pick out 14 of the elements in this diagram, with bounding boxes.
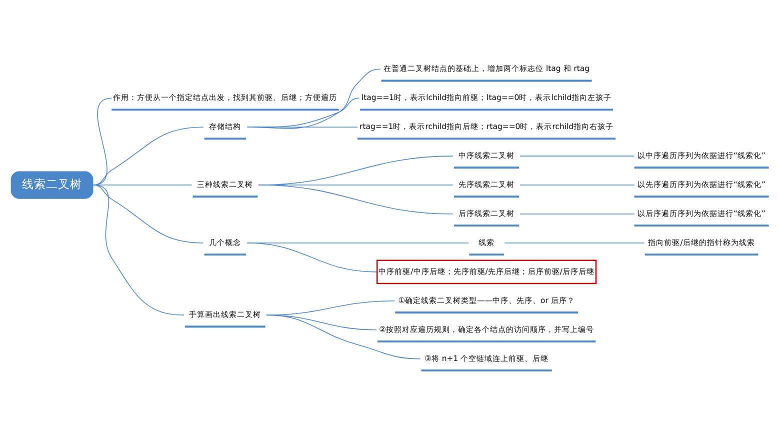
connector — [504, 242, 645, 244]
connector — [246, 98, 360, 128]
connector — [246, 68, 381, 129]
connector — [92, 184, 204, 244]
connector — [246, 242, 377, 272]
connector — [520, 184, 635, 186]
connector — [92, 126, 204, 186]
connector — [266, 314, 377, 330]
connector — [246, 126, 358, 128]
node-box: 线索二叉树 — [10, 171, 94, 199]
connector — [258, 184, 454, 214]
connector — [92, 184, 192, 186]
connector — [266, 314, 421, 360]
connector — [92, 184, 184, 316]
